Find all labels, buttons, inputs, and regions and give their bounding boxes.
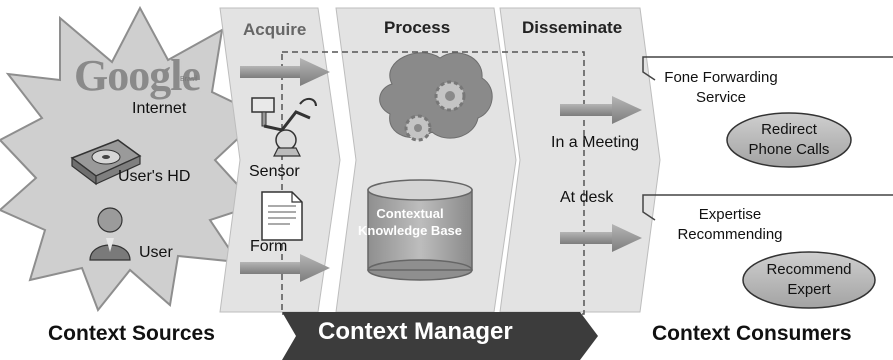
acquire-arrow-top (240, 58, 330, 86)
consumer-redirect-label: Redirect Phone Calls (748, 121, 830, 158)
disseminate-panel (499, 7, 661, 313)
user-icon (89, 207, 131, 261)
source-user-label: User (139, 244, 173, 261)
acquire-arrow-bottom (240, 254, 330, 282)
disseminate-arrow-desk (560, 224, 642, 252)
consumer-recommend-label: Recommend Expert (766, 261, 852, 298)
disseminate-desk-label: At desk (560, 189, 614, 206)
consumer-expertise-label: Expertise Recommending (677, 206, 783, 243)
stage-acquire-header: Acquire (243, 20, 307, 39)
disseminate-meeting-label: In a Meeting (551, 134, 640, 151)
stage-process-header: Process (384, 18, 451, 37)
form-icon (261, 191, 303, 241)
stage-disseminate-header: Disseminate (522, 18, 623, 37)
hard-disk-icon (70, 139, 142, 186)
google-logo-sub: Brasil (180, 76, 198, 83)
process-gears-icon (379, 52, 493, 142)
context-manager-banner (282, 312, 598, 360)
expertise-bracket (642, 194, 893, 221)
knowledge-base-cylinder (367, 179, 473, 281)
context-manager-title: Context Manager (318, 318, 513, 345)
sensor-icon (251, 97, 317, 157)
disseminate-arrow-meeting (560, 96, 642, 124)
recommend-expert-ellipse (742, 251, 876, 309)
redirect-phone-calls-ellipse (726, 112, 852, 168)
acquire-form-label: Form (250, 238, 288, 255)
consumer-fone-forwarding-label: Fone Forwarding Service (664, 69, 778, 106)
source-internet-label: Internet (132, 100, 187, 117)
acquire-sensor-label: Sensor (249, 163, 300, 180)
fone-forwarding-bracket (642, 56, 893, 81)
google-logo: Google (74, 51, 201, 100)
context-consumers-title: Context Consumers (652, 322, 852, 345)
context-sources-title: Context Sources (48, 322, 215, 345)
source-hd-label: User's HD (118, 168, 191, 185)
knowledge-base-label: Contextual Knowledge Base (357, 206, 463, 238)
